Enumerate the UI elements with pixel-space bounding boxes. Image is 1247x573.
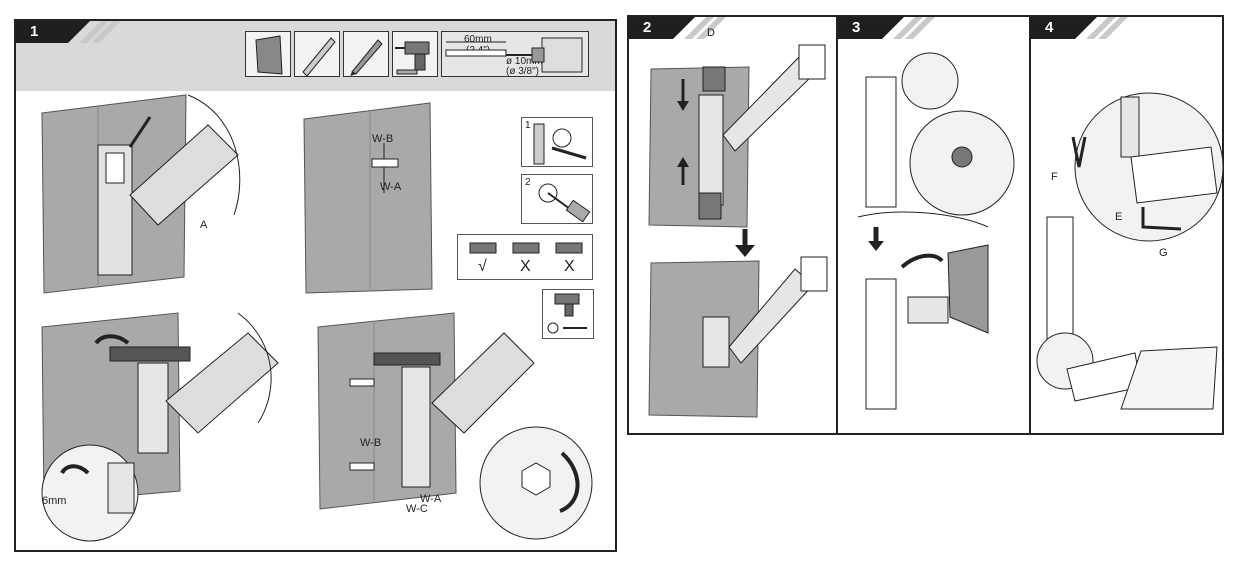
level-bad-mark-2: X	[564, 258, 575, 275]
step-2-number: 2	[525, 177, 531, 188]
panel-2-number: 2	[629, 17, 695, 39]
label-wb-top: W-B	[372, 133, 394, 145]
label-wc: W-C	[406, 503, 428, 515]
step-1-mark-hole: 1	[521, 117, 593, 167]
label-d: D	[707, 27, 715, 39]
tool-wall-panel	[245, 31, 291, 77]
hex-key-size-label: 6mm	[42, 495, 67, 507]
tool-level	[294, 31, 340, 77]
bit-diameter-label: ø 10mm	[506, 56, 543, 67]
screwdriver-drill-icon	[547, 293, 587, 334]
level-ok-mark: √	[478, 258, 487, 275]
level-bad-mark-1: X	[520, 258, 531, 275]
bracket-screw-illustration	[317, 312, 593, 540]
label-f: F	[1051, 171, 1058, 183]
pencil-icon	[350, 39, 383, 76]
keyboard-tray-illustration	[1036, 92, 1224, 410]
mark-hole-icon	[533, 123, 587, 165]
label-wb-bottom: W-B	[360, 437, 382, 449]
tool-drill	[392, 31, 438, 77]
panel-1-number: 1	[16, 21, 90, 43]
panel-4: 4 F E G	[1031, 15, 1224, 435]
drill-bit-diagram	[445, 37, 583, 73]
level-check-panel: √ X X	[457, 234, 593, 280]
wall-anchor-illustration	[303, 102, 433, 294]
drill-hole-icon	[538, 183, 591, 223]
step-2-drill-hole: 2	[521, 174, 593, 224]
label-g: G	[1159, 247, 1168, 259]
panel-1: 1 60mm (2.4") ø 10mm (ø 3/8") A	[14, 19, 617, 552]
panel-2: 2 D	[627, 15, 838, 435]
step-1-number: 1	[525, 120, 531, 131]
cover-install-illustration	[648, 44, 828, 418]
bit-diameter-inch-label: (ø 3/8")	[506, 66, 539, 77]
tool-small-drill	[542, 289, 594, 339]
label-e: E	[1115, 211, 1123, 223]
spirit-level-icon	[302, 37, 336, 77]
bracket-level-illustration	[41, 312, 279, 542]
drill-icon	[395, 41, 430, 75]
tool-drill-spec: 60mm (2.4") ø 10mm (ø 3/8")	[441, 31, 589, 77]
drill-depth-label: 60mm	[464, 34, 492, 45]
level-icons	[469, 242, 583, 254]
label-wa-bottom: W-A	[420, 493, 442, 505]
tool-pencil	[343, 31, 389, 77]
wall-mount-arm-illustration	[41, 94, 241, 294]
monitor-mount-illustration	[857, 52, 1015, 410]
label-wa-top: W-A	[380, 181, 402, 193]
label-a: A	[200, 219, 208, 231]
panel-3: 3	[838, 15, 1031, 435]
wall-panel-icon	[255, 35, 283, 75]
